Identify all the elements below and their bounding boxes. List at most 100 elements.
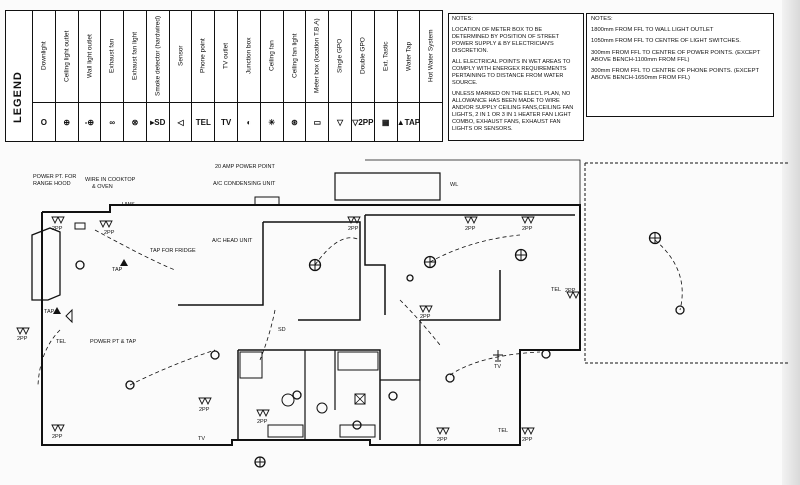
legend-entry-symbol: ◁: [169, 102, 192, 141]
label-tv: TV: [198, 436, 205, 442]
wiring-arc: [37, 329, 61, 386]
legend-entry-symbol: [420, 102, 443, 141]
legend-entry: Ceiling fan✳: [259, 11, 283, 141]
label-sd: SD: [278, 327, 286, 333]
notes-left-line: UNLESS MARKED ON THE ELEC'L PLAN, NO ALL…: [452, 91, 574, 132]
wiring-arc: [654, 239, 683, 311]
label-2pp: 2PP: [522, 226, 533, 232]
label-tap-fridge: TAP FOR FRIDGE: [150, 248, 196, 254]
notes-right-line: 1050mm FROM FFL TO CENTRE OF LIGHT SWITC…: [591, 38, 741, 45]
notes-left-heading: NOTES:: [452, 16, 473, 22]
internal-wall: [420, 270, 501, 321]
junction-box-icon: [74, 222, 86, 230]
downlight-icon: [210, 350, 220, 360]
legend-entry-symbol: ▸SD: [146, 102, 169, 141]
vanity: [267, 424, 304, 438]
label-2pp: 2PP: [420, 314, 431, 320]
vanity: [339, 424, 376, 438]
gpo-icon: [436, 427, 450, 436]
legend-entry-symbol: ⊕: [55, 102, 78, 141]
wiring-arc: [449, 351, 541, 376]
label-ac-unit: A/C CONDENSING UNIT: [213, 181, 276, 187]
legend-entry-symbol: -⊕: [78, 102, 101, 141]
label-tel: TEL: [498, 428, 508, 434]
gpo-icon: [566, 291, 580, 300]
toilet: [316, 402, 328, 414]
gpo-icon: [51, 424, 65, 433]
meter-box-icon: [254, 196, 280, 206]
legend-entry-symbol: ⊗: [124, 102, 146, 141]
label-tv: TV: [494, 364, 501, 370]
legend-entry-symbol: ▲TAP: [397, 102, 420, 141]
label-20amp: 20 AMP POWER POINT: [215, 164, 275, 170]
legend-entry: Hot Water System: [419, 11, 443, 141]
shower: [239, 351, 263, 379]
legend-entry: Single GPO▽: [328, 11, 351, 141]
wiring-arc: [399, 299, 441, 346]
legend-entry-symbol: ✳: [260, 102, 283, 141]
label-tap: TAP: [44, 309, 55, 315]
internal-wall: [263, 221, 361, 321]
legend-entry: Smoke detector (hardwired)▸SD: [145, 11, 169, 141]
label-2pp: 2PP: [348, 226, 359, 232]
legend-entry-symbol: ◐: [238, 102, 260, 141]
gpo-icon: [521, 427, 535, 436]
notes-right-line: 1800mm FROM FFL TO WALL LIGHT OUTLET: [591, 27, 714, 34]
gpo-icon: [51, 216, 65, 225]
legend-entry: Exhaust fan light⊗: [123, 11, 146, 141]
tv-icon: [493, 350, 503, 362]
legend-entry: Junction box◐: [237, 11, 260, 141]
legend-entry-symbol: TV: [215, 102, 238, 141]
legend-entry: Ext. Tastic▦: [373, 11, 397, 141]
legend-entry-symbol: TEL: [192, 102, 215, 141]
notes-left-line: ALL ELECTRICAL POINTS IN WET AREAS TO CO…: [452, 59, 571, 86]
label-2pp: 2PP: [104, 230, 115, 236]
internal-wall: [364, 215, 386, 315]
notes-left-line: LOCATION OF METER BOX TO BE DETERMINED B…: [452, 27, 560, 54]
kitchen-bench: [31, 227, 61, 301]
legend-entry: Sensor◁: [168, 11, 192, 141]
outer-wall: [41, 204, 581, 446]
gpo-icon: [99, 220, 113, 229]
exhaust-fan-light-icon: [352, 420, 362, 430]
label-ac-head: A/C HEAD UNIT: [212, 238, 253, 244]
label-cooktop: WIRE IN COOKTOP: [85, 177, 136, 183]
legend-entry-symbol: ∞: [101, 102, 124, 141]
legend-entry: Water Tap▲TAP: [396, 11, 420, 141]
notes-right-line: 300mm FROM FFL TO CENTRE OF POWER POINTS…: [591, 49, 761, 63]
label-2pp: 2PP: [565, 288, 576, 294]
page-edge: [782, 0, 800, 485]
shower: [337, 351, 379, 371]
downlight-icon: [445, 373, 455, 383]
label-2pp: 2PP: [465, 226, 476, 232]
top-line: [365, 159, 581, 205]
label-tap: TAP: [112, 267, 123, 273]
label-wl: WL: [450, 182, 458, 188]
downlight-icon: [406, 274, 414, 282]
gpo-icon: [198, 397, 212, 406]
ceiling-light-icon: [675, 305, 685, 315]
tank-outline: [334, 172, 441, 201]
legend-entry-symbol: O: [33, 102, 55, 141]
gpo-icon: [347, 216, 361, 225]
gpo-icon: [256, 409, 270, 418]
label-2pp: 2PP: [52, 226, 63, 232]
legend-entry: Meter box (location T.B.A)▭: [305, 11, 329, 141]
legend-entry-symbol: ▭: [306, 102, 329, 141]
legend-entry: Double GPO▽2PP: [350, 11, 374, 141]
label-2pp: 2PP: [437, 437, 448, 443]
label-range-hood: RANGE HOOD: [33, 181, 71, 187]
wall-light-icon: [541, 349, 551, 359]
downlight-icon: [75, 260, 85, 270]
label-tel: TEL: [56, 339, 66, 345]
downlight-icon: [125, 380, 135, 390]
notes-right: NOTES: 1800mm FROM FFL TO WALL LIGHT OUT…: [586, 13, 774, 117]
label-2pp: 2PP: [257, 419, 268, 425]
label-power-tap: POWER PT & TAP: [90, 339, 136, 345]
exhaust-fan-icon: [388, 391, 398, 401]
label-hws: HWS: [122, 202, 135, 208]
